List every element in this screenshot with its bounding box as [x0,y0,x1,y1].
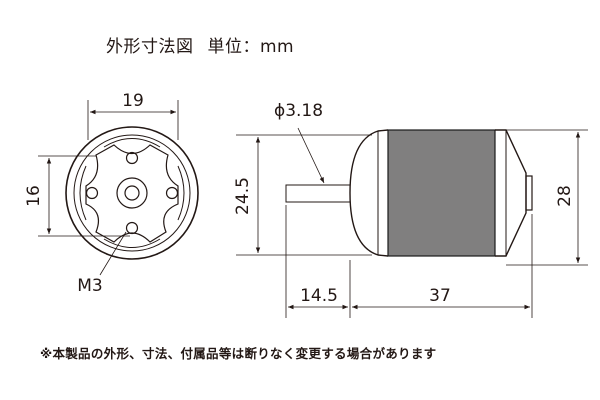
motor-front-cap [349,129,389,257]
front-inner-rim [73,134,191,252]
front-hole-right [165,186,179,200]
screw-leader-line [99,231,127,276]
side-height-label: 24.5 [233,177,253,215]
drawing-title: 外形寸法図単位：mm [106,32,294,57]
front-view [38,100,199,276]
front-vent-right [177,165,185,221]
motor-rear-bearing [525,175,533,211]
front-height-label: 16 [24,185,44,207]
front-hole-bottom [125,221,139,235]
motor-shaft [285,184,351,203]
front-hub-inner [124,185,140,201]
front-hole-top [125,151,139,165]
front-hole-left [85,186,99,200]
front-outer-rim [65,126,199,260]
disclaimer-note: ※本製品の外形、寸法、付属品等は断りなく変更する場合があります [40,346,437,361]
side-view [236,127,588,318]
body-length-label: 37 [429,286,451,306]
motor-body-band [387,129,496,257]
front-hub-outer [116,177,148,209]
front-width-label: 19 [122,91,144,111]
front-mount-plate [85,144,179,243]
end-diameter-label: 28 [555,185,575,207]
unit-label: 単位：mm [207,37,295,57]
shaft-diameter-leader [297,127,325,184]
front-vent-bottom [103,238,161,248]
front-vent-left [79,165,87,221]
shaft-diameter-label: ϕ3.18 [274,101,323,121]
motor-rear-taper [495,129,527,257]
screw-label: M3 [77,276,102,296]
title-heading: 外形寸法図 [106,37,194,57]
front-vent-top [103,138,161,148]
shaft-length-label: 14.5 [300,286,338,306]
